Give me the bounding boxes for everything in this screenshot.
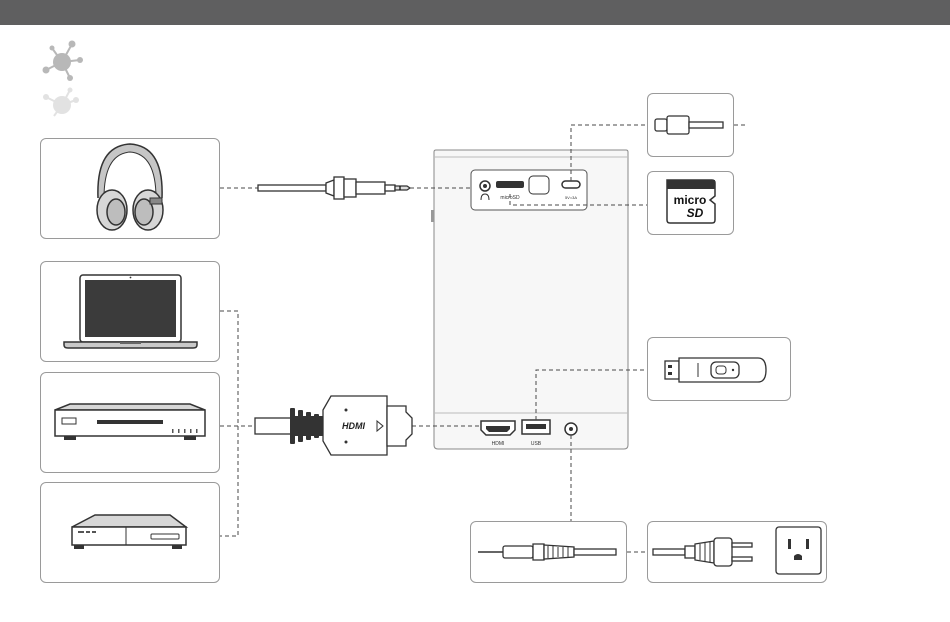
usb-c-port [562,181,580,188]
set-top-box-icon [72,515,186,549]
usb-flash-drive-icon [665,358,766,382]
microsd-card-icon: micro SD [667,180,715,223]
network-nodes-icon [43,41,84,117]
microsd-micro-label: micro [674,193,707,207]
hdmi-logo: HDMI [342,421,365,431]
audio-cable-icon [258,177,410,199]
laptop-icon [64,275,197,348]
wall-outlet-icon [776,527,821,574]
hdmi-cable-icon: HDMI [255,396,412,455]
dvd-player-icon [55,404,205,440]
dc-power-plug-icon [478,544,616,560]
usb-port-label: USB [531,441,542,447]
microsd-sd-label: SD [687,206,704,220]
power-adapter-icon [653,538,752,566]
hdmi-port-label: HDMI [492,441,505,447]
usb-c-cable-icon [655,116,723,134]
projector-device: microSD 5V=3A HDMI USB [431,150,628,449]
usb-c-port-label: 5V=3A [565,195,577,200]
microsd-slot [496,181,524,188]
headphones-icon [97,144,163,230]
